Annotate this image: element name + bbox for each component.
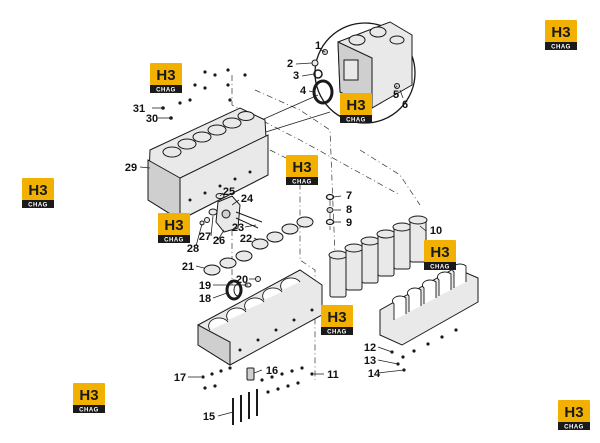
callout-13: 13: [364, 355, 376, 367]
leader-lines: [139, 49, 427, 417]
watermark-logo: H3 CHAG: [73, 383, 105, 414]
watermark-text: CHAG: [551, 45, 571, 51]
watermark-mark: H3: [430, 244, 449, 261]
callout-31: 31: [133, 103, 145, 115]
watermark-text: CHAG: [164, 238, 184, 244]
watermark-text: CHAG: [430, 265, 450, 271]
bracket-assembly: [199, 193, 263, 233]
callout-17: 17: [174, 372, 186, 384]
small-plug: [311, 59, 319, 67]
watermark-logo: H3 CHAG: [558, 400, 590, 431]
watermark-logo: H3 CHAG: [321, 305, 353, 336]
callout-20: 20: [236, 274, 248, 286]
callout-16: 16: [266, 365, 278, 377]
watermark-mark: H3: [551, 24, 570, 41]
watermark-mark: H3: [156, 67, 175, 84]
callout-22: 22: [240, 233, 252, 245]
detail-magnifier: [231, 21, 416, 141]
watermark-text: CHAG: [156, 88, 176, 94]
callout-1: 1: [315, 40, 321, 52]
watermark-text: CHAG: [28, 203, 48, 209]
callout-21: 21: [182, 261, 194, 273]
callout-2: 2: [287, 58, 293, 70]
callout-25: 25: [223, 186, 235, 198]
callout-8: 8: [346, 204, 352, 216]
watermark-logos: H3 CHAG H3 CHAG H3 CHAG H3 CHAG H3 CHAG: [22, 20, 590, 431]
watermark-text: CHAG: [327, 330, 347, 336]
callout-7: 7: [346, 190, 352, 202]
callout-6: 6: [402, 99, 408, 111]
cylinder-block: [147, 107, 269, 221]
watermark-logo: H3 CHAG: [286, 155, 318, 186]
callout-labels: 1 2 3 4 5 6 7 8 9 10 11 12 13 14 15 16 1…: [125, 40, 442, 423]
callout-24: 24: [241, 193, 254, 205]
watermark-logo: H3 CHAG: [340, 93, 372, 124]
upper-bearing-shells: [251, 216, 314, 250]
watermark-mark: H3: [564, 404, 583, 421]
callout-15: 15: [203, 411, 215, 423]
callout-3: 3: [293, 70, 299, 82]
watermark-logo: H3 CHAG: [150, 63, 182, 94]
lower-bearing-shells: [203, 250, 253, 276]
seal-rings-7-9: [325, 193, 335, 226]
watermark-mark: H3: [327, 309, 346, 326]
callout-27: 27: [199, 231, 211, 243]
watermark-logo: H3 CHAG: [545, 20, 577, 51]
callout-11: 11: [327, 369, 339, 381]
watermark-mark: H3: [28, 182, 47, 199]
callout-5: 5: [393, 89, 399, 101]
watermark-mark: H3: [164, 217, 183, 234]
cylinder-liners: [328, 215, 428, 298]
cylinder-bores: [162, 111, 255, 158]
callout-30: 30: [146, 113, 158, 125]
watermark-logo: H3 CHAG: [158, 213, 190, 244]
bearing-cap-ladder: [379, 263, 479, 372]
watermark-text: CHAG: [564, 425, 584, 431]
watermark-mark: H3: [292, 159, 311, 176]
expansion-plugs: [178, 68, 247, 105]
callout-26: 26: [213, 235, 225, 247]
watermark-text: CHAG: [79, 408, 99, 414]
watermark-mark: H3: [346, 97, 365, 114]
callout-9: 9: [346, 217, 352, 229]
watermark-text: CHAG: [292, 180, 312, 186]
callout-28: 28: [187, 243, 199, 255]
callout-10: 10: [430, 225, 442, 237]
callout-18: 18: [199, 293, 211, 305]
watermark-logo: H3 CHAG: [22, 178, 54, 209]
watermark-text: CHAG: [346, 118, 366, 124]
pins-30-31: [152, 106, 173, 120]
callout-4: 4: [300, 85, 307, 97]
callout-19: 19: [199, 280, 211, 292]
callout-12: 12: [364, 342, 376, 354]
watermark-logo: H3 CHAG: [424, 240, 456, 271]
crankcase-lower: [197, 269, 323, 366]
watermark-mark: H3: [79, 387, 98, 404]
callout-14: 14: [368, 368, 381, 380]
bolts-lower: [201, 366, 314, 425]
callout-29: 29: [125, 162, 137, 174]
detail-block-corner: [337, 21, 413, 109]
callout-23: 23: [232, 222, 244, 234]
